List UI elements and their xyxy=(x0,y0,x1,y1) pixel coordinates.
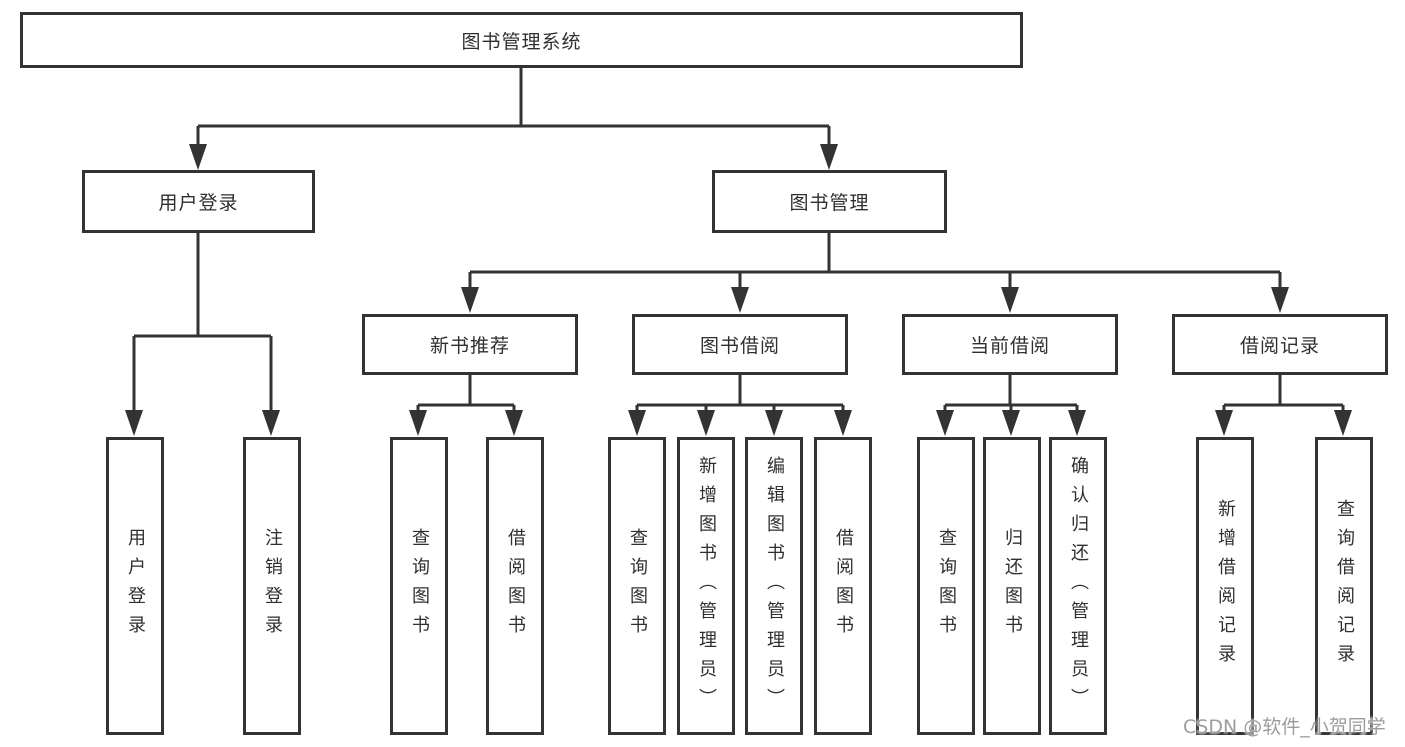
leaf-logout: 注销登录 xyxy=(243,437,301,735)
arrowhead-icon xyxy=(834,410,852,436)
node-current-borrow-label: 当前借阅 xyxy=(969,335,1050,357)
leaf-borrow-borrow-books: 借阅图书 xyxy=(814,437,872,735)
leaf-current-query-books: 查询图书 xyxy=(917,437,975,735)
node-root: 图书管理系统 xyxy=(20,12,1023,68)
arrowhead-icon xyxy=(262,410,280,436)
connector-root-to-level2 xyxy=(196,67,831,148)
leaf-borrow-borrow-books-label: 借阅图书 xyxy=(833,528,854,644)
leaf-current-confirm-return-admin: 确认归还（管理员） xyxy=(1049,437,1107,735)
node-book-borrow-label: 图书借阅 xyxy=(699,335,780,357)
connector-borrow-to-leaves xyxy=(635,375,845,414)
leaf-user-login-label: 用户登录 xyxy=(125,528,146,644)
leaf-records-add-record: 新增借阅记录 xyxy=(1196,437,1254,735)
arrowhead-icon xyxy=(1001,287,1019,313)
arrowheads xyxy=(125,144,1352,436)
arrowhead-icon xyxy=(461,287,479,313)
node-new-book-recommend-label: 新书推荐 xyxy=(429,335,510,357)
arrowhead-icon xyxy=(820,144,838,170)
arrowhead-icon xyxy=(765,410,783,436)
leaf-borrow-add-books-admin-label: 新增图书（管理员） xyxy=(696,455,717,717)
leaf-borrow-query-books: 查询图书 xyxy=(608,437,666,735)
arrowhead-icon xyxy=(1068,410,1086,436)
node-user-login-label: 用户登录 xyxy=(158,192,239,214)
leaf-current-query-books-label: 查询图书 xyxy=(936,528,957,644)
arrowhead-icon xyxy=(125,410,143,436)
node-borrow-records-label: 借阅记录 xyxy=(1239,335,1320,357)
arrowhead-icon xyxy=(409,410,427,436)
leaf-current-return-books: 归还图书 xyxy=(983,437,1041,735)
arrowhead-icon xyxy=(505,410,523,436)
node-new-book-recommend: 新书推荐 xyxy=(362,314,578,375)
arrowhead-icon xyxy=(1215,410,1233,436)
leaf-records-query-record-label: 查询借阅记录 xyxy=(1334,499,1355,673)
leaf-recommend-borrow-books-label: 借阅图书 xyxy=(505,528,526,644)
arrowhead-icon xyxy=(1271,287,1289,313)
leaf-borrow-edit-books-admin: 编辑图书（管理员） xyxy=(745,437,803,735)
node-book-management: 图书管理 xyxy=(712,170,947,233)
node-book-borrow: 图书借阅 xyxy=(632,314,848,375)
leaf-logout-label: 注销登录 xyxy=(262,528,283,644)
leaf-recommend-borrow-books: 借阅图书 xyxy=(486,437,544,735)
leaf-borrow-add-books-admin: 新增图书（管理员） xyxy=(677,437,735,735)
connector-records-to-leaves xyxy=(1222,375,1345,414)
leaf-user-login: 用户登录 xyxy=(106,437,164,735)
leaf-current-return-books-label: 归还图书 xyxy=(1002,528,1023,644)
leaf-recommend-query-books: 查询图书 xyxy=(390,437,448,735)
arrowhead-icon xyxy=(189,144,207,170)
leaf-borrow-edit-books-admin-label: 编辑图书（管理员） xyxy=(764,455,785,717)
arrowhead-icon xyxy=(731,287,749,313)
node-book-management-label: 图书管理 xyxy=(789,192,870,214)
leaf-records-add-record-label: 新增借阅记录 xyxy=(1215,499,1236,673)
connector-manage-to-level3 xyxy=(468,233,1282,291)
node-current-borrow: 当前借阅 xyxy=(902,314,1118,375)
leaf-recommend-query-books-label: 查询图书 xyxy=(409,528,430,644)
node-user-login: 用户登录 xyxy=(82,170,315,233)
arrowhead-icon xyxy=(628,410,646,436)
leaf-borrow-query-books-label: 查询图书 xyxy=(627,528,648,644)
arrowhead-icon xyxy=(697,410,715,436)
node-borrow-records: 借阅记录 xyxy=(1172,314,1388,375)
connector-login-to-leaves xyxy=(132,233,273,414)
connector-current-to-leaves xyxy=(943,375,1079,414)
csdn-watermark: CSDN @软件_小贺同学 xyxy=(1183,716,1386,738)
arrowhead-icon xyxy=(936,410,954,436)
leaf-current-confirm-return-admin-label: 确认归还（管理员） xyxy=(1068,455,1089,717)
connector-recommend-to-leaves xyxy=(416,375,516,414)
arrowhead-icon xyxy=(1334,410,1352,436)
node-root-label: 图书管理系统 xyxy=(461,30,582,53)
leaf-records-query-record: 查询借阅记录 xyxy=(1315,437,1373,735)
arrowhead-icon xyxy=(1002,410,1020,436)
